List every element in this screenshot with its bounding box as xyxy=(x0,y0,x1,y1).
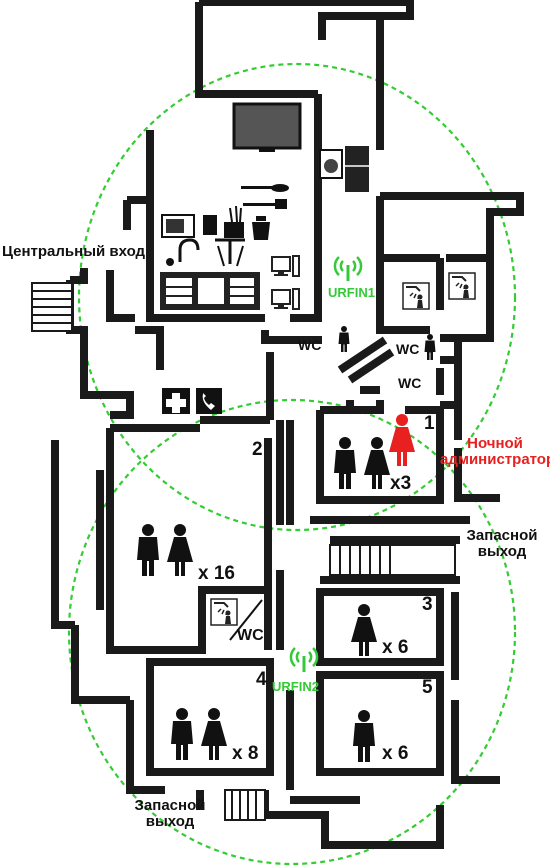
man-icon xyxy=(338,326,350,352)
room-5-number: 5 xyxy=(422,677,433,698)
computer-icon xyxy=(271,255,300,310)
shower-icon xyxy=(210,598,238,626)
coverage-zone-urfin1 xyxy=(77,62,517,532)
night-admin-icon xyxy=(389,414,415,466)
fridge-icon xyxy=(345,146,369,192)
room-2-number: 2 xyxy=(252,439,263,460)
kitchen-counter xyxy=(160,272,260,310)
room-3-number: 3 xyxy=(422,594,433,615)
wifi-icon xyxy=(289,646,319,674)
room-1-number: 1 xyxy=(424,413,435,434)
access-point-urfin1-label: URFIN1 xyxy=(328,285,375,300)
room-3-guest-count: x 6 xyxy=(382,637,409,658)
microwave-icon xyxy=(161,214,195,238)
staircase-right xyxy=(329,544,456,576)
wifi-coverage-zones xyxy=(67,62,517,866)
room-5-guest-count: x 6 xyxy=(382,743,409,764)
wc-label: WC xyxy=(237,627,264,644)
man-icon xyxy=(424,334,436,360)
wc-label: WC xyxy=(298,337,322,353)
room-2-guest-count: x 16 xyxy=(198,563,235,584)
room-2-occupants xyxy=(137,524,193,576)
night-admin-label: Ночной администратор xyxy=(440,435,550,468)
emergency-exit-bottom-label: Запасной выход xyxy=(134,797,206,830)
room-3-occupants xyxy=(351,604,377,656)
shower-icon xyxy=(402,282,430,310)
wc-label: WC xyxy=(398,375,422,391)
room-5-occupants xyxy=(353,710,375,762)
cutlery-icon xyxy=(241,184,289,209)
emergency-exit-right-label: Запасной выход xyxy=(466,527,538,560)
phone-icon xyxy=(196,388,222,414)
shower-icon xyxy=(448,272,476,300)
staircase-left xyxy=(31,282,73,332)
utensils-icon xyxy=(203,205,244,238)
room-4-occupants xyxy=(171,708,227,760)
room-1-guest-count: x3 xyxy=(390,473,412,494)
wc-label: WC xyxy=(396,341,420,357)
kettle-icon xyxy=(252,216,270,240)
kitchen-sink-icon xyxy=(166,238,245,267)
tv-icon xyxy=(232,102,302,152)
staircase-bottom xyxy=(224,789,266,821)
building-walls xyxy=(51,0,524,849)
wc-divider xyxy=(229,599,263,641)
coverage-zone-urfin2 xyxy=(67,398,517,866)
central-entrance-label: Центральный вход xyxy=(2,243,146,260)
wifi-icon xyxy=(333,255,363,283)
access-point-urfin2-label: URFIN2 xyxy=(272,679,319,694)
washing-machine-icon xyxy=(319,149,343,179)
room-4-number: 4 xyxy=(256,669,267,690)
room-4-guest-count: x 8 xyxy=(232,743,259,764)
first-aid-icon xyxy=(162,388,190,414)
